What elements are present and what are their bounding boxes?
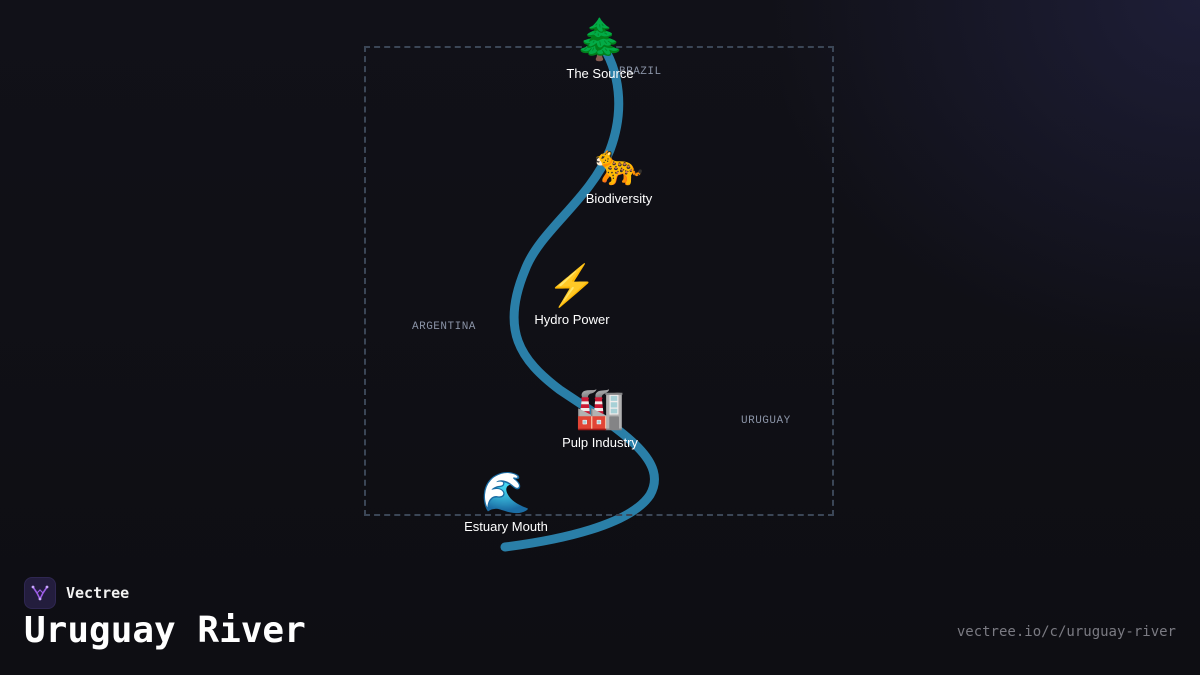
- country-label-brazil: BRAZIL: [619, 66, 662, 78]
- vectree-logo-icon: [24, 577, 56, 609]
- node-label: The Source: [566, 66, 634, 81]
- node-label: Pulp Industry: [562, 435, 638, 450]
- brand[interactable]: Vectree: [24, 577, 129, 609]
- node-the-source[interactable]: 🌲 The Source: [520, 18, 680, 81]
- page-url-link[interactable]: vectree.io/c/uruguay-river: [956, 624, 1176, 640]
- node-label: Hydro Power: [534, 312, 610, 327]
- map-boundary: [364, 46, 834, 516]
- node-hydro-power[interactable]: ⚡ Hydro Power: [492, 264, 652, 327]
- river-path: [500, 37, 659, 552]
- node-estuary-mouth[interactable]: 🌊 Estuary Mouth: [426, 471, 586, 534]
- page-title: Uruguay River: [24, 610, 306, 651]
- node-biodiversity[interactable]: 🐆 Biodiversity: [539, 143, 699, 206]
- evergreen-tree-icon: 🌲: [575, 18, 625, 62]
- node-pulp-industry[interactable]: 🏭 Pulp Industry: [520, 387, 680, 450]
- country-label-uruguay: URUGUAY: [741, 415, 791, 427]
- lightning-icon: ⚡: [547, 264, 597, 308]
- node-label: Estuary Mouth: [464, 519, 548, 534]
- brand-name: Vectree: [66, 584, 130, 602]
- factory-icon: 🏭: [575, 387, 625, 431]
- leopard-icon: 🐆: [594, 143, 644, 187]
- node-label: Biodiversity: [585, 191, 653, 206]
- country-label-argentina: ARGENTINA: [412, 321, 476, 333]
- wave-icon: 🌊: [481, 471, 531, 515]
